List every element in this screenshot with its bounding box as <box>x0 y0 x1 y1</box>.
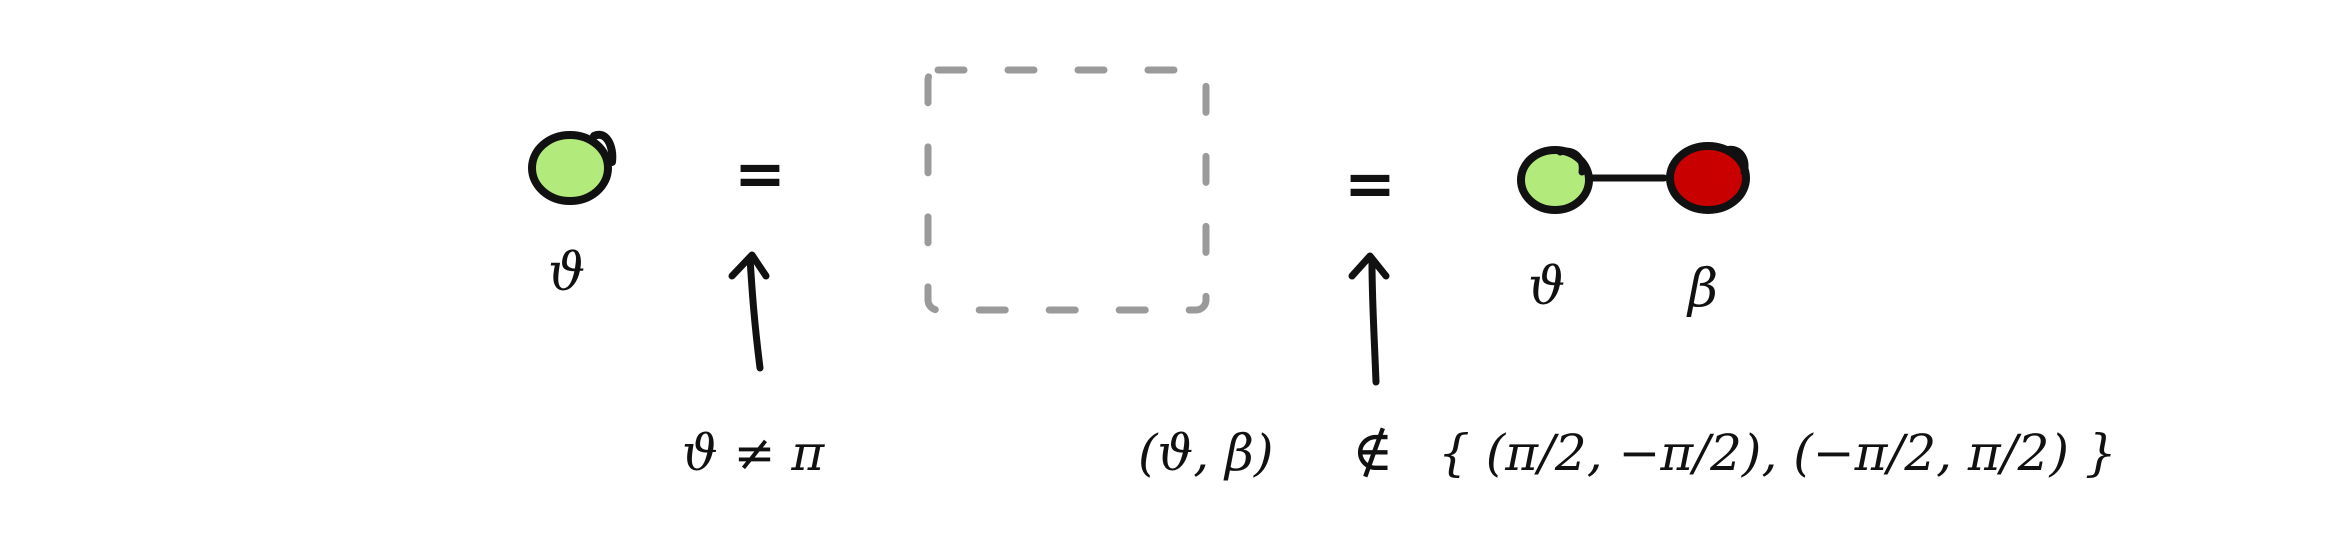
beta-node <box>1666 142 1750 214</box>
left-theta-node <box>528 130 617 205</box>
theta-node-label: ϑ <box>1528 257 1565 317</box>
arrow-right <box>1348 252 1390 386</box>
equals-sign-left: = <box>734 137 786 210</box>
right-node-pair <box>1517 142 1750 214</box>
condition-right-lhs: (ϑ, β) <box>1138 424 1273 482</box>
condition-right-set: { (π/2, −π/2), (−π/2, π/2) } <box>1438 424 2117 482</box>
condition-right-relation: ∉ <box>1352 419 1393 484</box>
arrow-left <box>728 251 770 372</box>
equals-sign-right: = <box>1344 147 1396 220</box>
theta-node <box>1517 146 1593 214</box>
left-node-label: ϑ <box>548 243 585 303</box>
condition-left: ϑ ≠ π <box>682 424 825 482</box>
placeholder-box <box>924 66 1210 314</box>
beta-node-label: β <box>1686 259 1718 319</box>
